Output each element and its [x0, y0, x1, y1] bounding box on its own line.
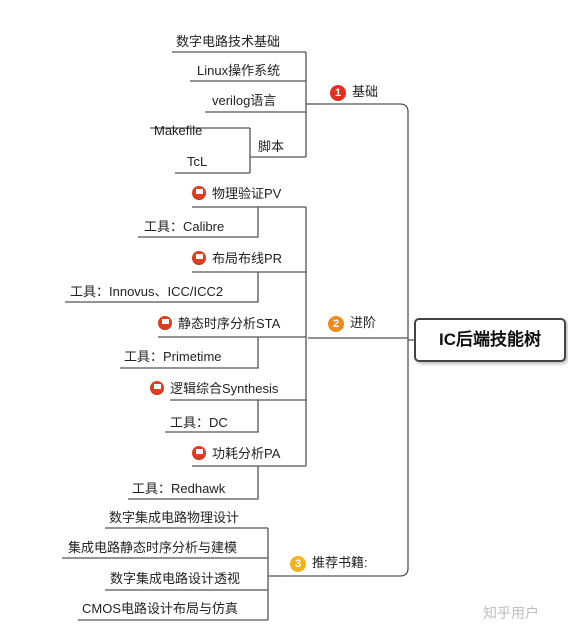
tool-pr: 工具：Innovus、ICC/ICC2	[70, 284, 224, 299]
topic-verilog: verilog语言	[212, 93, 277, 108]
flag-icon	[192, 446, 206, 460]
topic-pa: 功耗分析PA	[192, 446, 280, 462]
root-node: IC后端技能树	[414, 318, 566, 362]
book-2: 集成电路静态时序分析与建模	[68, 540, 238, 555]
book-1: 数字集成电路物理设计	[109, 510, 240, 525]
topic-tcl: TcL	[187, 154, 208, 169]
topic-pr: 布局布线PR	[192, 251, 282, 267]
priority-3-icon: 3	[290, 556, 306, 572]
flag-icon	[150, 381, 164, 395]
watermark: 知乎用户	[483, 605, 539, 621]
topic-makefile: Makefile	[154, 123, 203, 138]
branch-books-label: 推荐书籍:	[312, 555, 368, 570]
branch-basics-label: 基础	[352, 84, 379, 99]
topic-synthesis: 逻辑综合Synthesis	[150, 381, 278, 397]
branch-advanced: 2 进阶	[328, 315, 376, 332]
flag-icon	[192, 186, 206, 200]
book-3: 数字集成电路设计透视	[110, 571, 241, 586]
tool-pv: 工具：Calibre	[144, 219, 225, 234]
book-4: CMOS电路设计布局与仿真	[82, 601, 239, 616]
flag-icon	[158, 316, 172, 330]
branch-advanced-label: 进阶	[350, 315, 377, 330]
flag-icon	[192, 251, 206, 265]
branch-basics: 1 基础	[330, 84, 378, 101]
tool-synthesis: 工具：DC	[170, 415, 228, 430]
topic-digital-circuits: 数字电路技术基础	[176, 34, 281, 49]
priority-2-icon: 2	[328, 316, 344, 332]
topic-pv: 物理验证PV	[192, 186, 281, 202]
tool-pa: 工具：Redhawk	[132, 481, 226, 496]
topic-linux: Linux操作系统	[197, 63, 281, 78]
topic-sta: 静态时序分析STA	[158, 316, 280, 332]
priority-1-icon: 1	[330, 85, 346, 101]
tool-sta: 工具：Primetime	[124, 349, 222, 364]
branch-books: 3 推荐书籍:	[290, 555, 368, 572]
topic-scripts: 脚本	[258, 139, 285, 154]
